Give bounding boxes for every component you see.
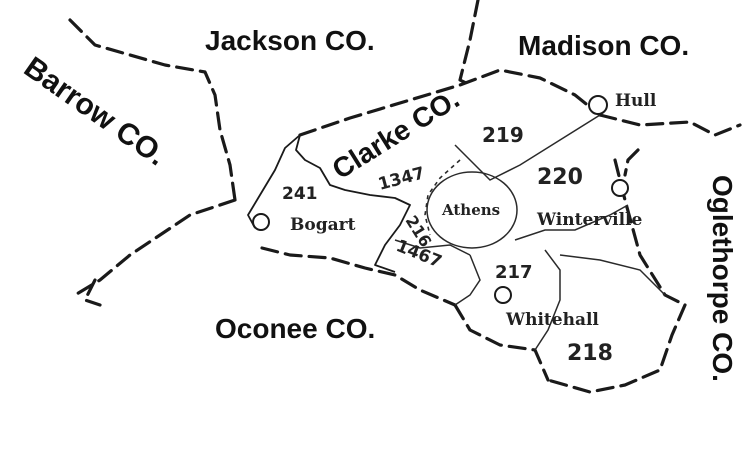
oglethorpe-county-label: Oglethorpe CO. bbox=[707, 175, 738, 382]
barrow-west-boundary bbox=[83, 278, 102, 307]
hull-label: Hull bbox=[615, 91, 657, 111]
athens-dotted-line bbox=[424, 159, 461, 236]
madison-oglethorpe-boundary bbox=[598, 113, 742, 137]
athens-label: Athens bbox=[441, 201, 500, 219]
jackson-madison-boundary bbox=[458, 0, 480, 87]
district-219-label: 219 bbox=[482, 123, 524, 147]
oconee-county-label: Oconee CO. bbox=[215, 313, 375, 344]
barrow-county-label: Barrow CO. bbox=[18, 51, 172, 173]
jackson-barrow-boundary bbox=[68, 18, 237, 202]
oconee-boundary bbox=[260, 246, 457, 307]
district-line-218-east bbox=[559, 254, 666, 296]
winterville-marker bbox=[611, 179, 629, 197]
bogart-label: Bogart bbox=[290, 215, 356, 235]
district-line-218 bbox=[534, 249, 561, 351]
district-218-label: 218 bbox=[567, 341, 613, 366]
district-217-label: 217 bbox=[495, 262, 533, 283]
clarke-north-boundary bbox=[298, 68, 602, 137]
madison-county-label: Madison CO. bbox=[518, 30, 689, 61]
jackson-county-label: Jackson CO. bbox=[205, 25, 375, 56]
district-line-217 bbox=[454, 254, 481, 306]
hull-curve bbox=[623, 148, 640, 177]
district-line-1467 bbox=[394, 239, 471, 256]
oconee-boundary-lower bbox=[453, 303, 550, 382]
whitehall-label: Whitehall bbox=[505, 310, 599, 330]
clarke-outline-west bbox=[247, 134, 301, 229]
clarke-outline bbox=[295, 134, 411, 273]
whitehall-marker bbox=[494, 286, 512, 304]
district-1347-label: 1347 bbox=[376, 163, 427, 195]
district-241-label: 241 bbox=[282, 184, 318, 204]
district-line-219 bbox=[454, 114, 601, 181]
hull-marker bbox=[588, 95, 608, 115]
winterville-label: Winterville bbox=[536, 210, 642, 230]
barrow-oconee-boundary bbox=[73, 198, 237, 297]
bogart-marker bbox=[252, 213, 270, 231]
district-line-220 bbox=[514, 204, 629, 241]
clarke-south-boundary bbox=[546, 303, 687, 394]
district-220-label: 220 bbox=[537, 165, 583, 190]
athens-city-limit bbox=[426, 171, 518, 249]
